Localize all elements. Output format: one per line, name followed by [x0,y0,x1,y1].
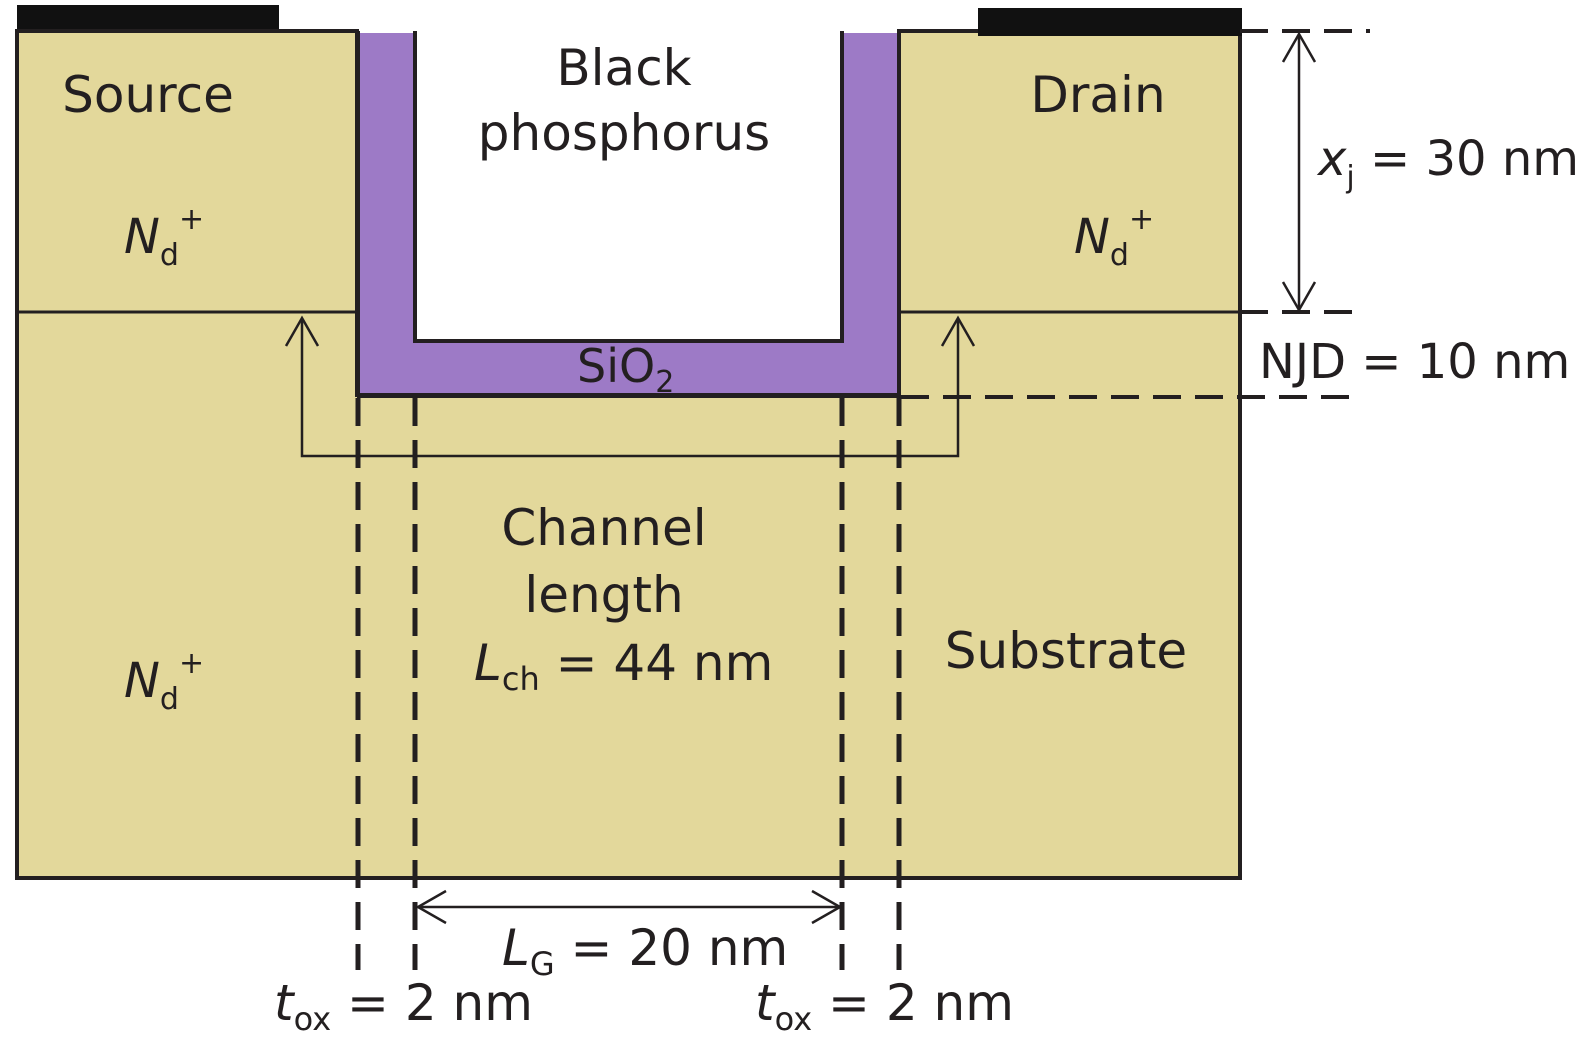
xj-label: xj = 30 nm [1316,131,1575,195]
oxide-label-sub: 2 [655,365,674,400]
tox-right-label: tox = 2 nm [755,974,1014,1038]
xj-base: x [1316,131,1347,187]
body-doping-label: Nd+ [124,646,204,717]
doping-base: N [124,653,160,709]
drain-doping-label: Nd+ [1074,202,1154,273]
lg-sub: G [530,945,555,983]
oxide-inner-outline [413,31,844,343]
channel-arrowhead-left [284,315,320,347]
oxide-label: SiO2 [577,339,674,400]
gate-material-label-line1: Black [556,39,691,97]
lch-base: L [474,634,502,692]
doping-sub: d [160,682,179,717]
oxide-label-base: SiO [577,339,655,393]
tox-left-label: tox = 2 nm [274,974,533,1038]
channel-length-path [300,318,960,458]
tox-value: = 2 nm [812,974,1014,1032]
drain-label: Drain [1030,66,1165,124]
tox-base: t [274,974,296,1032]
xj-arrowhead-bottom [1281,281,1317,313]
source-label: Source [62,66,234,124]
doping-sub: d [160,238,179,273]
doping-base: N [124,209,160,265]
substrate-label: Substrate [945,622,1187,680]
lch-value: = 44 nm [540,634,774,692]
lg-value: = 20 nm [555,919,789,977]
tox-value: = 2 nm [331,974,533,1032]
doping-sup: + [1129,202,1154,237]
xj-value: = 30 nm [1355,131,1575,187]
tox-base: t [755,974,777,1032]
tox-sub: ox [294,1000,332,1038]
channel-label-line2: length [524,566,683,624]
xj-arrowhead-top [1281,31,1317,63]
gate-material-label-line2: phosphorus [478,104,770,162]
doping-base: N [1074,209,1110,265]
njd-label: NJD = 10 nm [1259,334,1570,390]
lg-label: LG = 20 nm [502,919,788,983]
source-contact [17,5,279,29]
drain-contact [978,8,1242,36]
doping-sub: d [1110,238,1129,273]
channel-label-line1: Channel [501,499,706,557]
lg-arrowhead-right [811,889,843,925]
tox-sub: ox [775,1000,813,1038]
lg-arrowhead-left [415,889,447,925]
xj-sub: j [1345,160,1354,195]
lch-label: Lch = 44 nm [474,634,773,698]
doping-sup: + [179,646,204,681]
doping-sup: + [179,202,204,237]
lg-base: L [502,919,530,977]
lch-sub: ch [502,660,540,698]
source-doping-label: Nd+ [124,202,204,273]
channel-arrowhead-right [940,315,976,347]
